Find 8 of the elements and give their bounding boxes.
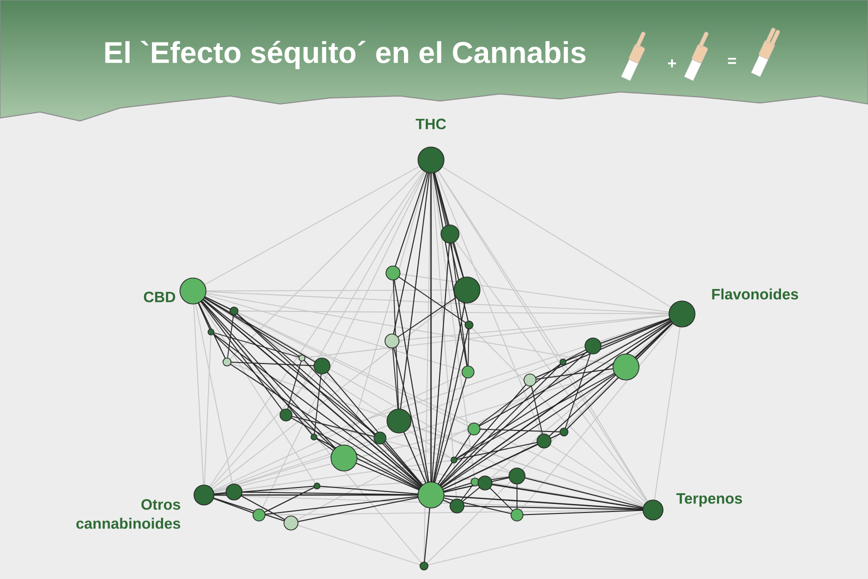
hub-label: CBD	[144, 292, 176, 302]
hub-label: THC	[416, 118, 446, 130]
hub-label: Terpenos	[676, 493, 742, 507]
hub-label: Flavonoides	[712, 288, 798, 300]
title: El `Efecto séquito´ en el Cannabis	[105, 40, 586, 70]
plus-sign: +	[668, 59, 676, 68]
hub-label: Otros cannabinoides	[76, 499, 180, 529]
equals-sign: =	[728, 58, 736, 64]
